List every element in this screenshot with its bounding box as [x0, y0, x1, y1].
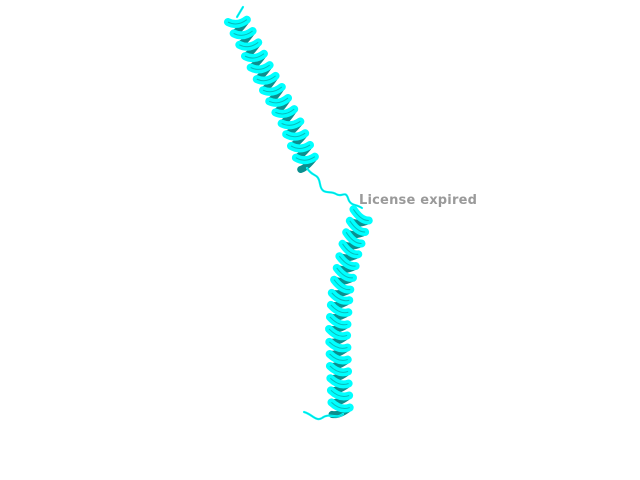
helix-ribbon-edge: [333, 279, 351, 291]
helix-ribbon-edge: [330, 389, 350, 397]
helix-ribbon-front: [349, 205, 373, 225]
loop-c-terminus: [302, 410, 345, 421]
helix-ribbon-edge: [329, 316, 348, 326]
helix-ribbon-edge: [330, 304, 349, 314]
helix-ribbon-edge: [275, 108, 295, 115]
loop-middle: [305, 166, 364, 210]
helix-ribbon-edge: [330, 377, 349, 385]
helix-ribbon-edge: [329, 353, 348, 361]
helix-ribbon-edge: [328, 328, 348, 337]
loop-tube-shadow: [303, 411, 344, 420]
helix-ribbon-edge: [345, 232, 362, 244]
license-watermark: License expired: [359, 193, 478, 208]
helix-ribbon-edge: [262, 86, 283, 93]
helix-ribbon-edge: [233, 30, 253, 36]
helix-ribbon-edge: [268, 97, 289, 104]
helix-ribbon-edge: [290, 144, 311, 149]
helix-ribbon-edge: [328, 341, 348, 349]
helix-ribbon-edge: [342, 243, 359, 255]
helix-ribbon-edge: [338, 255, 356, 267]
helix-ribbon-edge: [239, 41, 259, 48]
helix-ribbon-edge: [353, 209, 369, 221]
helix-ribbon-edge: [227, 19, 248, 25]
helix-ribbon-edge: [281, 121, 301, 126]
helix-ribbon-edge: [250, 64, 270, 70]
helix-ribbon-edge: [329, 365, 349, 373]
helix-ribbon-edge: [295, 156, 316, 161]
loop-tube-shadow: [306, 167, 363, 209]
helix-ribbon-edge: [256, 75, 276, 82]
helix-ribbon-edge: [349, 220, 366, 233]
helix-ribbon-edge: [331, 292, 350, 302]
helix-ribbon-edge: [244, 53, 265, 59]
helix-upper: [223, 5, 319, 173]
helix-ribbon-edge: [331, 401, 350, 410]
helix-lower: [325, 205, 373, 419]
helix-ribbon-edge: [285, 132, 306, 138]
loop-tube-shadow: [236, 6, 244, 18]
helix-ribbon-edge: [336, 267, 354, 279]
loop-tube: [305, 166, 364, 210]
